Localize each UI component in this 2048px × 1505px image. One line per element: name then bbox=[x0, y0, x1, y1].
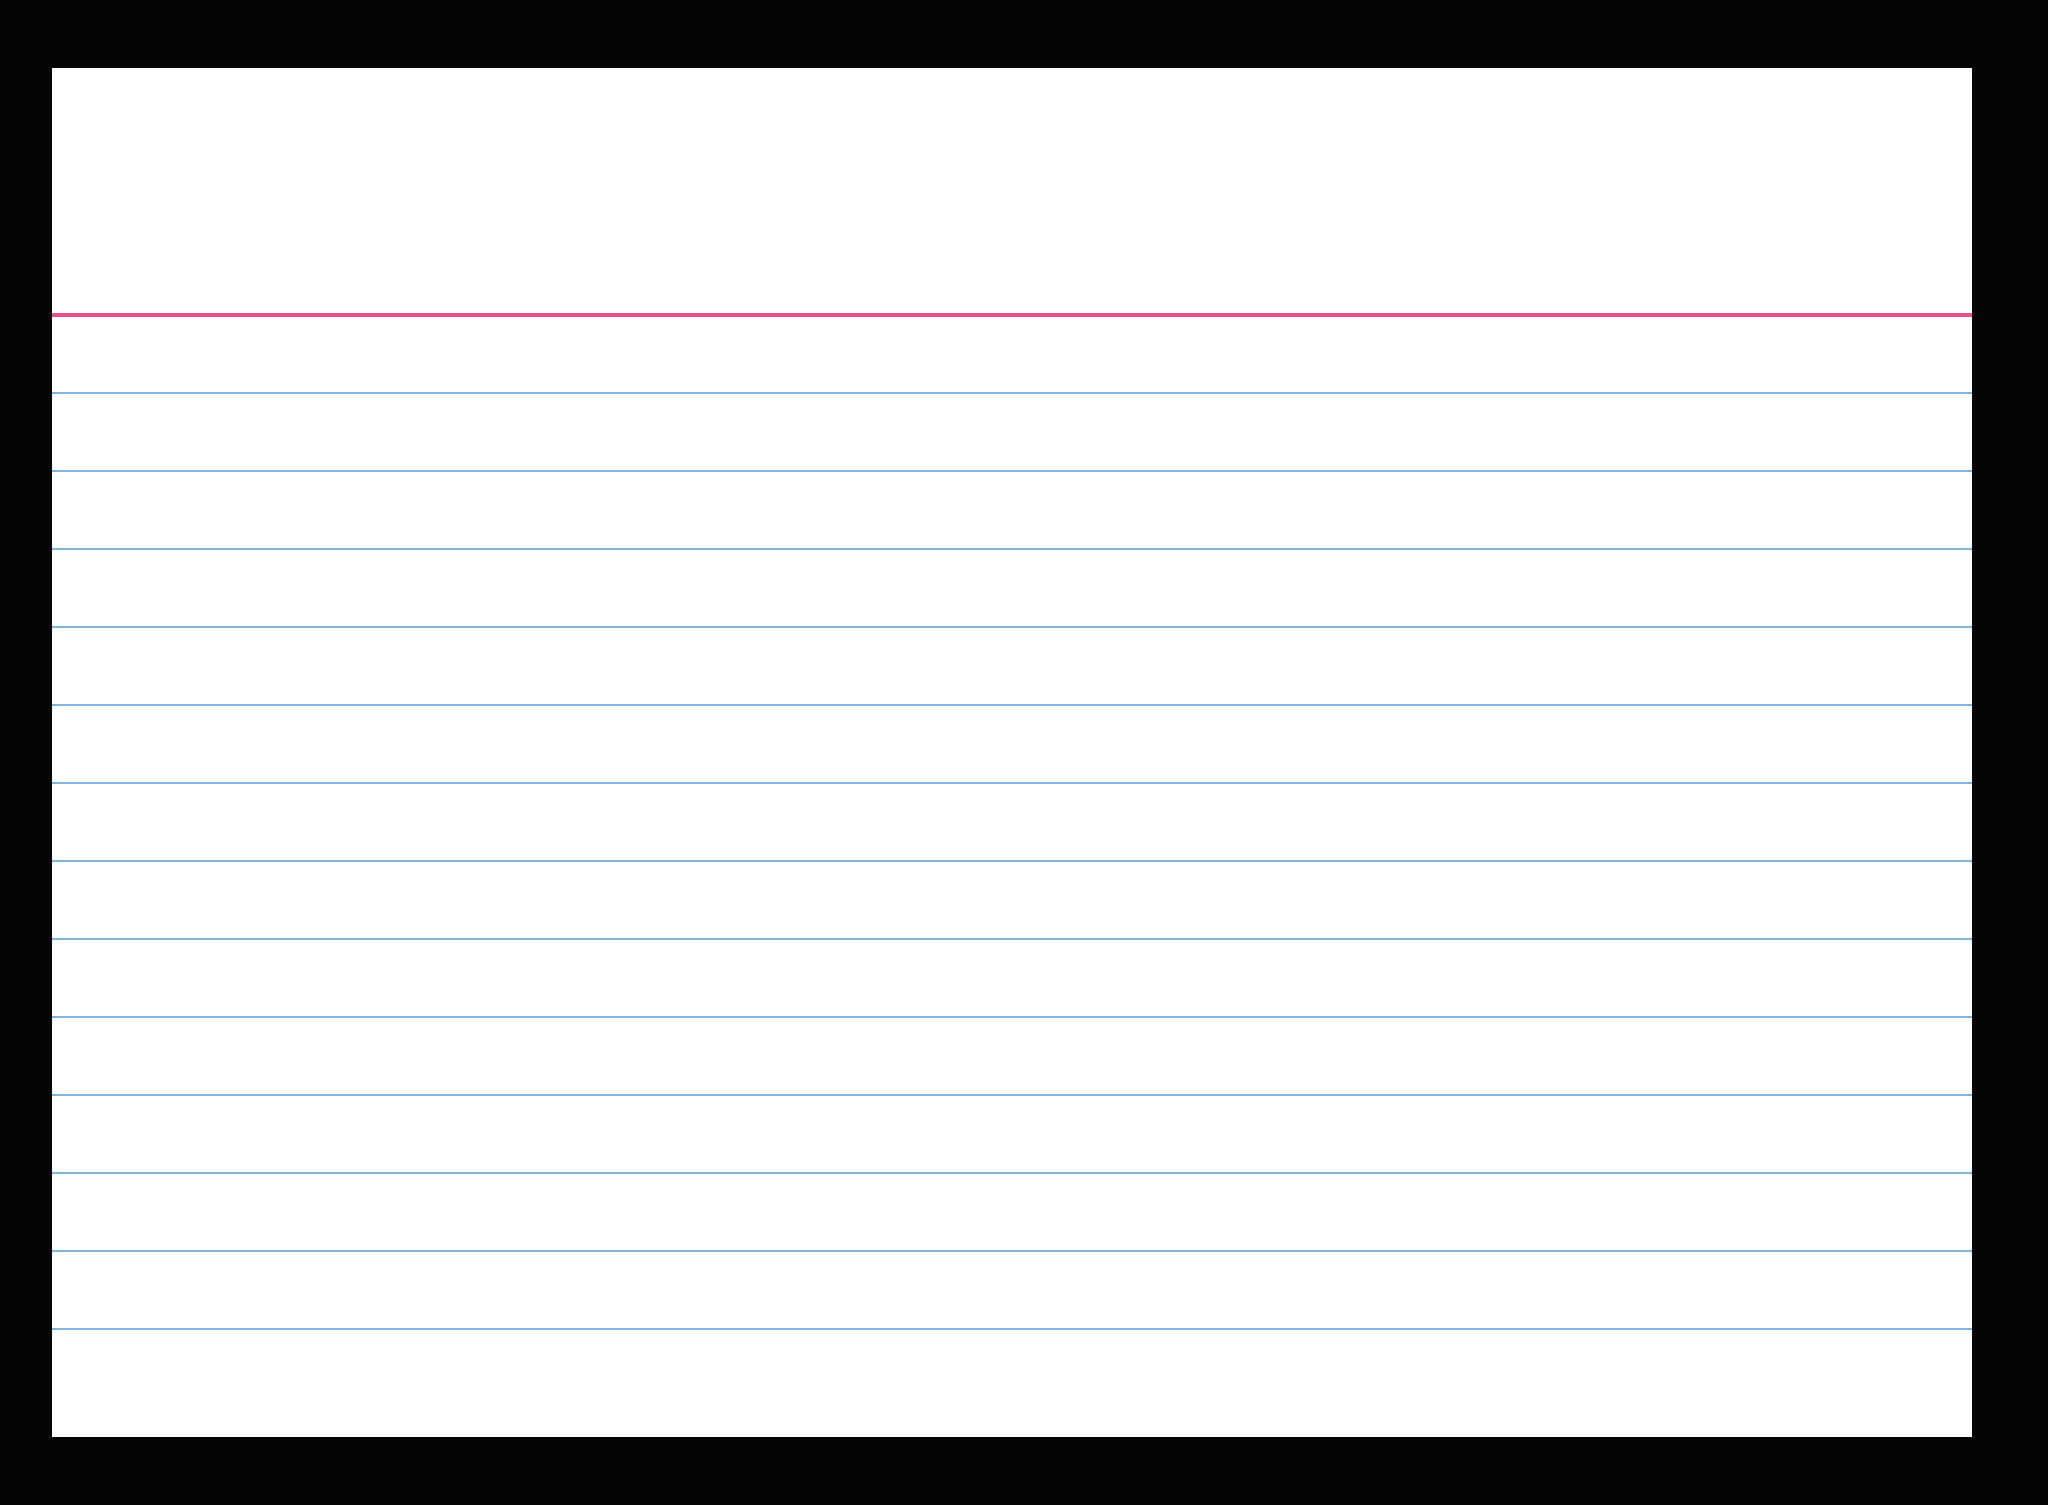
ruled-line bbox=[52, 860, 1972, 862]
ruled-line bbox=[52, 1328, 1972, 1330]
ruled-line bbox=[52, 1016, 1972, 1018]
ruled-line bbox=[52, 704, 1972, 706]
ruled-line bbox=[52, 1250, 1972, 1252]
ruled-line bbox=[52, 626, 1972, 628]
ruled-line bbox=[52, 782, 1972, 784]
ruled-line bbox=[52, 1094, 1972, 1096]
ruled-line bbox=[52, 392, 1972, 394]
header-rule bbox=[52, 313, 1972, 317]
ruled-line bbox=[52, 548, 1972, 550]
ruled-line bbox=[52, 938, 1972, 940]
index-card bbox=[52, 68, 1972, 1437]
ruled-line bbox=[52, 1172, 1972, 1174]
ruled-line bbox=[52, 470, 1972, 472]
